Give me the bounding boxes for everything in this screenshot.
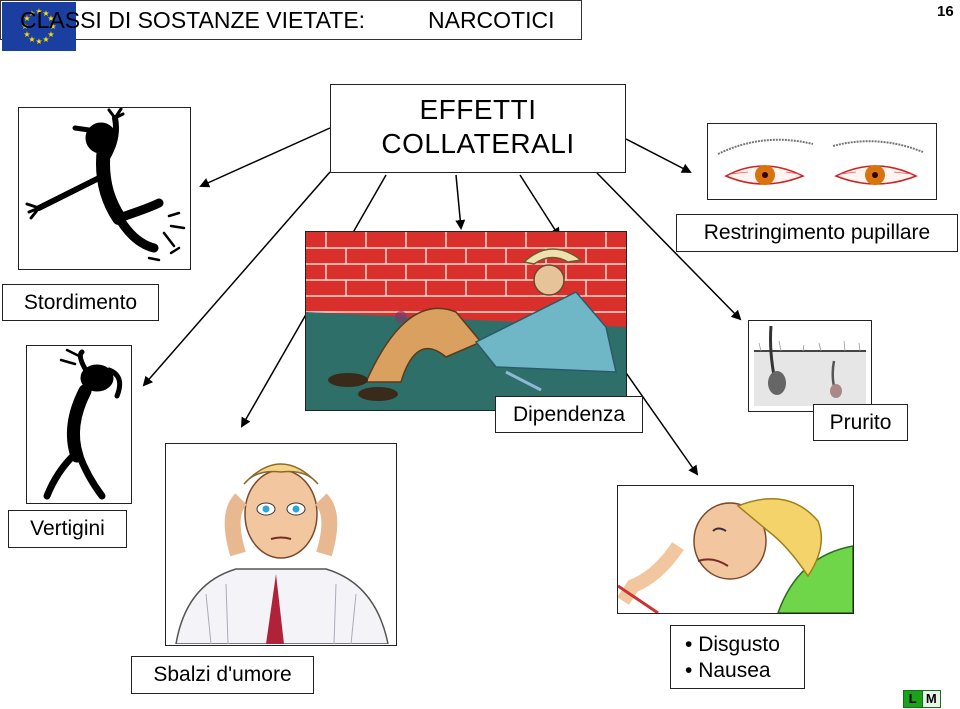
dependence-image [305,231,627,411]
title-right: NARCOTICI [428,7,555,33]
title-left: CLASSI DI SOSTANZE VIETATE: [20,7,366,33]
svg-text:★: ★ [42,35,49,44]
logo-m: M [922,691,940,707]
label-nausea: Nausea [698,659,771,682]
nausea-image [617,485,854,614]
svg-text:★: ★ [23,14,30,23]
label-sbalzi: Sbalzi d'umore [131,656,314,694]
mood-swings-image [165,443,397,646]
vertigo-figure-image [26,345,132,504]
page-number: 16 [937,3,954,20]
title-box: CLASSI DI SOSTANZE VIETATE: NARCOTICI [0,0,582,40]
label-disgusto-nausea: • Disgusto • Nausea [670,625,805,689]
center-box: EFFETTI COLLATERALI [330,84,626,173]
label-dipendenza: Dipendenza [495,396,643,433]
svg-text:★: ★ [21,22,28,31]
svg-text:★: ★ [35,37,42,46]
red-eyes-image [707,123,937,200]
svg-text:★: ★ [23,30,30,39]
svg-text:★: ★ [35,7,42,16]
center-line-2: COLLATERALI [381,128,575,159]
svg-text:★: ★ [28,9,35,18]
eu-flag-icon: ★★★★ ★★★★ ★★★★ [2,2,76,51]
logo-l: L [904,691,923,707]
label-prurito: Prurito [813,404,908,441]
itching-skin-image [748,320,872,412]
label-restringimento: Restringimento pupillare [676,214,958,252]
lm-logo: L M [903,690,941,708]
svg-text:★: ★ [28,35,35,44]
dizzy-figure-image [18,107,191,270]
label-vertigini: Vertigini [8,510,127,548]
label-disgusto: Disgusto [698,633,780,656]
center-line-1: EFFETTI [419,94,537,125]
svg-text:★: ★ [47,14,54,23]
svg-text:★: ★ [47,30,54,39]
svg-text:★: ★ [49,22,56,31]
svg-text:★: ★ [42,9,49,18]
label-stordimento: Stordimento [2,284,159,321]
